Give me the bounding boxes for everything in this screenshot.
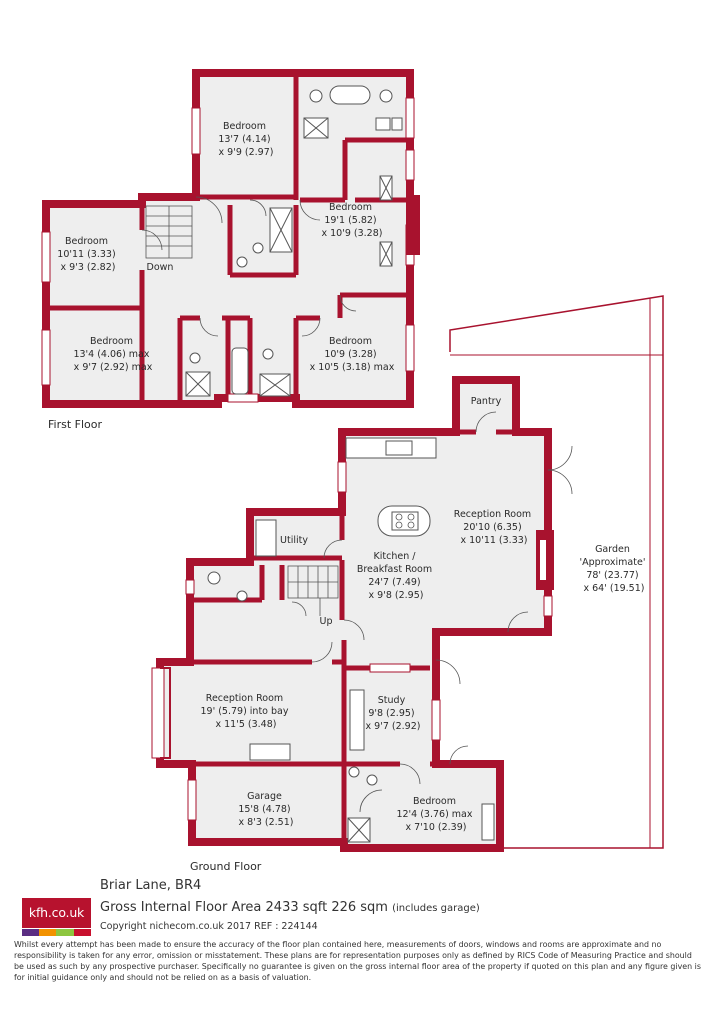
door-arcs [291,411,573,813]
room-label: Reception Room 20'10 (6.35) x 10'11 (3.3… [454,509,534,546]
study-desk [349,689,365,751]
stairs-label: Up [320,616,333,627]
room-label: Bedroom 13'7 (4.14) x 9'9 (2.97) [218,121,273,158]
staircase-icon [145,205,193,259]
hob-rings [395,513,415,529]
reception-bench [249,743,291,761]
logo-stripe-orange [39,929,56,936]
ground-floor: Pantry Utility Up Reception Room 20'10 (… [151,295,664,870]
disclaimer: Whilst every attempt has been made to en… [14,940,701,983]
copyright: Copyright nichecom.co.uk 2017 REF : 2241… [100,921,318,932]
floor-plan: Bedroom 13'7 (4.14) x 9'9 (2.97) Bedroom… [41,69,664,870]
logo-stripe-purple [22,929,39,936]
shower-icon [269,207,293,253]
floor-label: Ground Floor [190,860,262,870]
bath-icon [329,85,371,105]
toilet-icon [207,571,221,585]
shower-icon [185,371,291,397]
first-floor: Bedroom 13'7 (4.14) x 9'9 (2.97) Bedroom… [41,69,420,431]
floor-label: First Floor [48,418,102,431]
garden-boundary [449,295,664,849]
kfh-logo: kfh.co.uk [22,898,91,938]
pantry-label: Pantry [471,396,502,407]
wardrobe [481,803,495,841]
room-label: Garage 15'8 (4.78) x 8'3 (2.51) [238,791,293,828]
basin-icon [236,256,248,268]
stairs-label: Down [147,262,174,273]
logo-stripe-pink [74,929,91,936]
staircase-icon [287,565,339,616]
wardrobe-icon [379,175,393,267]
room-label: Study 9'8 (2.95) x 9'7 (2.92) [366,695,421,732]
ground-floor-windows [151,461,553,821]
bay-window [160,667,171,759]
toilet-icon [252,242,264,254]
fireplace-inner [540,540,546,580]
shower-icon [347,817,371,843]
chimney-breast [406,195,420,255]
room-label: Bedroom 12'4 (3.76) max x 7'10 (2.39) [396,796,475,833]
floor-area-main: Gross Internal Floor Area 2433 sqft 226 … [100,900,388,915]
floor-area-note: (includes garage) [392,903,480,914]
bath-icon [231,347,249,395]
basin-icon [348,766,360,778]
basin-icon [262,348,274,360]
toilet-icon [366,774,378,786]
room-label: Bedroom 13'4 (4.06) max x 9'7 (2.92) max [73,336,152,373]
logo-stripe-green [56,929,74,936]
basin-icon [379,89,393,103]
property-address: Briar Lane, BR4 [100,878,202,893]
room-label: Kitchen / Breakfast Room 24'7 (7.49) x 9… [357,551,435,601]
hob-icon [391,511,419,531]
basin-icon [309,89,323,103]
ground-floor-inner-walls [160,429,516,848]
logo-text: kfh.co.uk [22,898,91,928]
door-arcs [141,196,357,337]
room-label: Reception Room 19' (5.79) into bay x 11'… [200,693,291,730]
basin-icon [236,590,248,602]
first-floor-inner-walls [46,73,410,404]
room-label: Bedroom 10'9 (3.28) x 10'5 (3.18) max [310,336,395,373]
utility-counter [255,519,277,557]
dimension-lines [450,298,663,848]
garden-label: Garden 'Approximate' 78' (23.77) x 64' (… [580,544,649,594]
toilet-icon [189,352,201,364]
sink-icon [385,440,413,456]
room-label: Bedroom 19'1 (5.82) x 10'9 (3.28) [322,202,383,239]
room-label: Bedroom 10'11 (3.33) x 9'3 (2.82) [57,236,118,273]
floor-area: Gross Internal Floor Area 2433 sqft 226 … [100,900,480,915]
utility-label: Utility [280,535,308,546]
ground-floor-area [160,380,548,848]
shower-icon [303,117,329,139]
toilet-icon [375,117,403,131]
